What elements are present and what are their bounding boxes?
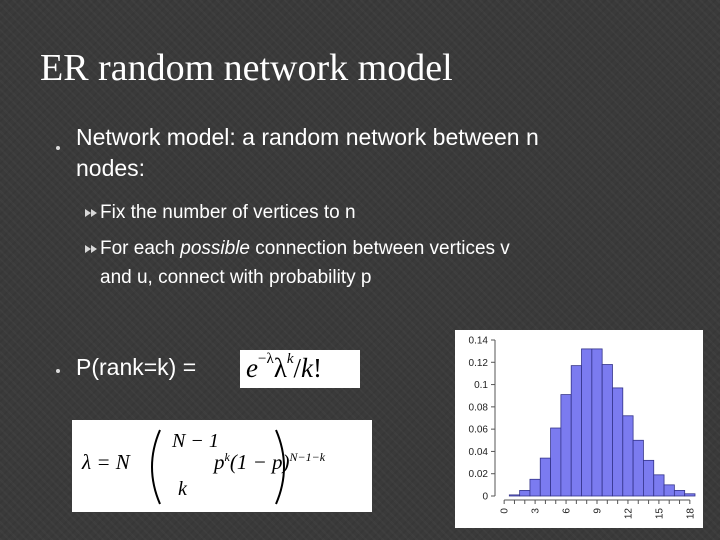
y-tick-label: 0.12 [469,358,489,369]
x-tick-label: 9 [593,508,604,514]
formula-exponent: −λ [257,351,274,367]
histogram-bar [529,478,541,497]
histogram-bar [591,348,603,497]
histogram-bar [684,493,696,497]
lambda-mid-exp: N−1−k [289,450,326,464]
lambda-p: p [214,450,225,474]
binomial-parentheses [151,429,285,505]
lambda-p-exp: k [224,450,230,464]
formula-k-exponent: k [286,351,294,367]
histogram-bar [539,457,551,497]
histogram-bar [581,348,593,497]
histogram-bar [622,415,634,497]
histogram-bar [663,484,675,497]
histogram-bar [560,394,572,497]
sub-bullet-text: Fix the number of vertices to n [100,202,356,223]
formula-lambda: λ [273,353,287,383]
y-tick-label: 0.02 [469,469,489,480]
x-tick-label: 12 [623,508,634,520]
histogram-bar [673,490,686,497]
y-tick-label: 0.1 [474,380,488,391]
x-tick-label: 15 [654,508,665,520]
histogram-bar [612,387,624,497]
arrow-bullet-icon [84,235,98,253]
formula-factorial: ! [312,353,322,383]
binomial-bottom: k [178,478,187,500]
x-tick-label: 0 [500,508,511,514]
histogram-bar [643,459,655,497]
sub-bullet-fix-vertices: Fix the number of vertices to n [84,198,684,227]
x-tick-label: 6 [562,508,573,514]
histogram-bar [519,490,531,497]
degree-distribution-chart: 0 0.02 0.04 0.06 0.08 0.1 0.12 0.14 0 3 6 9 12 15 18 [455,330,703,528]
histogram-bar [508,494,521,497]
x-tick-label: 18 [685,508,696,520]
bullet-text-line2: nodes: [76,155,146,181]
bullet-marker [56,146,60,150]
lambda-formula: λ = N N − 1 k pk(1 − p)N−1−k [72,420,372,512]
histogram-bar [550,427,562,497]
poisson-formula: e−λλk/k! [240,350,360,388]
binomial-top: N − 1 [172,430,219,452]
formula-slash: / [293,353,301,383]
y-tick-label: 0.14 [469,336,489,347]
histogram-bar [653,474,665,497]
sub-bullet-text-post: connection between vertices v [249,238,510,259]
histogram-bar [570,365,582,497]
y-tick-label: 0.08 [469,402,489,413]
y-tick-label: 0.06 [469,425,489,436]
histogram-svg: 0 0.02 0.04 0.06 0.08 0.1 0.12 0.14 0 3 6 9 12 15 18 [469,336,697,520]
bullet-marker [56,369,60,373]
histogram-bar [601,364,613,497]
arrow-bullet-icon [84,199,98,217]
lambda-lhs: λ = N [82,450,130,474]
lambda-mid: (1 − p) [229,450,290,474]
formula-e: e [246,353,258,383]
sub-bullet-text-pre: For each [100,238,181,259]
sub-bullet-text-emphasis: possible [180,238,250,259]
histogram-bar [632,439,644,497]
bullet-network-model: Network model: a random network between … [76,122,696,184]
slide-title: ER random network model [40,47,453,89]
x-tick-label: 3 [531,508,542,514]
y-tick-label: 0 [482,492,488,503]
y-tick-label: 0.04 [469,447,489,458]
bullet-text-line1: Network model: a random network between … [76,124,539,150]
bullet-probability: P(rank=k) = [76,354,197,380]
formula-k: k [301,353,313,383]
sub-bullet-text-line2: and u, connect with probability p [100,267,372,288]
sub-bullet-each-connection: For each possible connection between ver… [84,234,684,292]
